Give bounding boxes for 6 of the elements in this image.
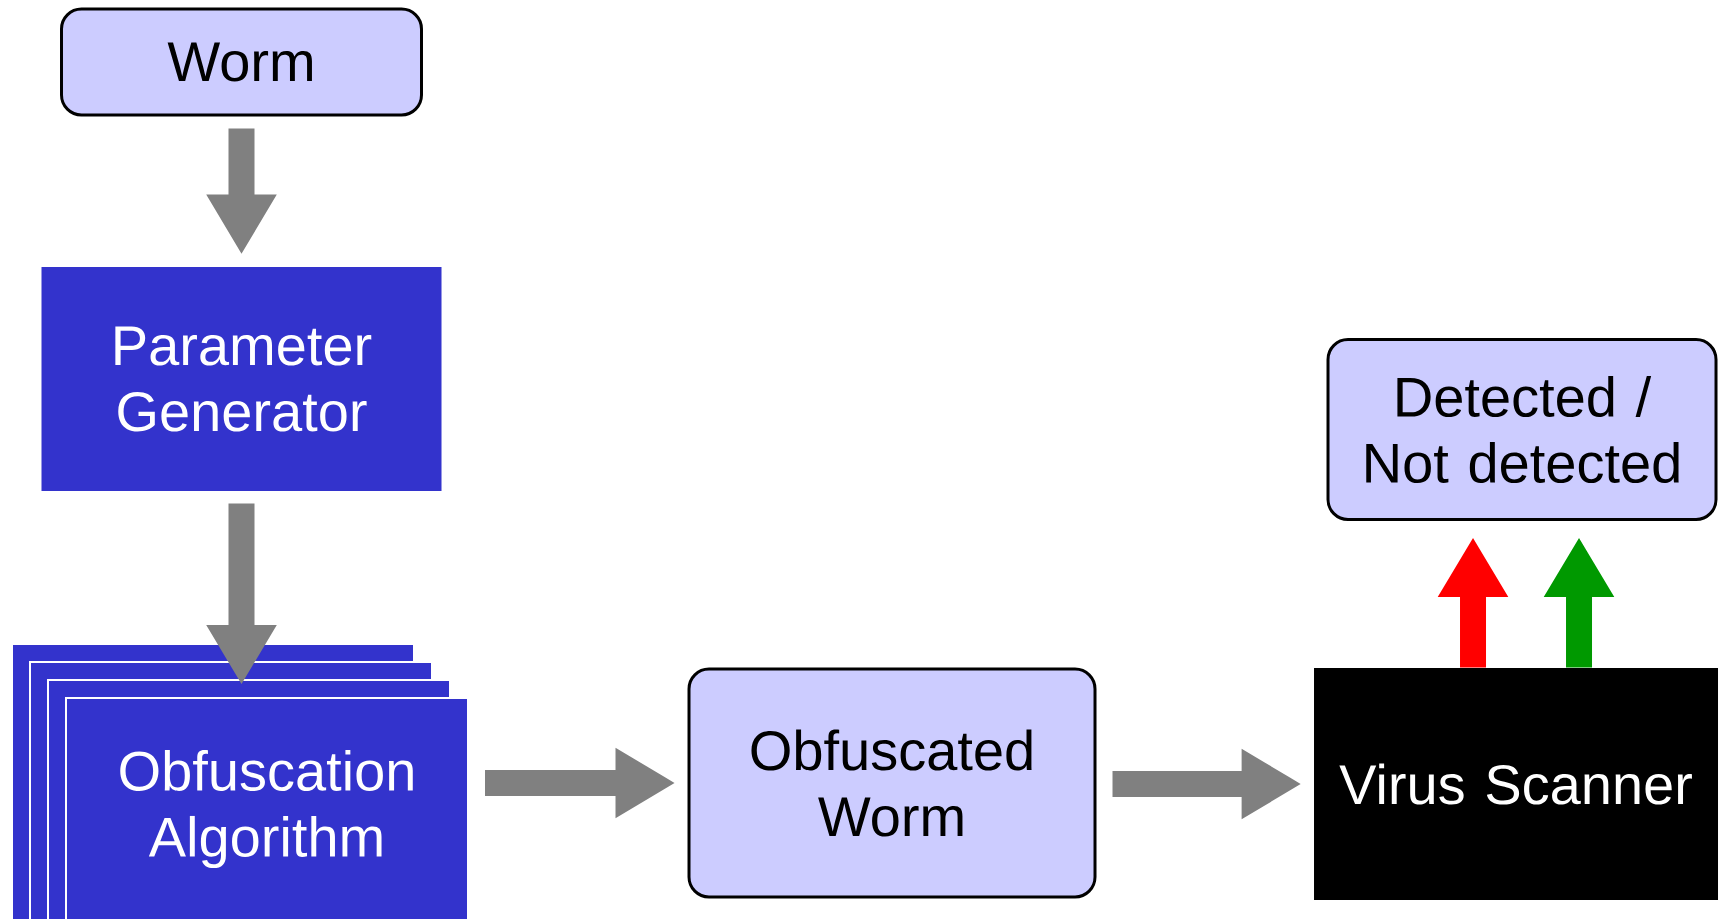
rounded-box: Detected / Not detected xyxy=(1326,338,1718,521)
scanner-box: Virus Scanner xyxy=(1314,668,1718,900)
stacked-box: Obfuscation Algorithm xyxy=(11,643,469,921)
rounded-box: Obfuscated Worm xyxy=(687,667,1097,899)
rounded-box: Worm xyxy=(60,7,423,117)
process-box: Parameter Generator xyxy=(41,267,442,491)
